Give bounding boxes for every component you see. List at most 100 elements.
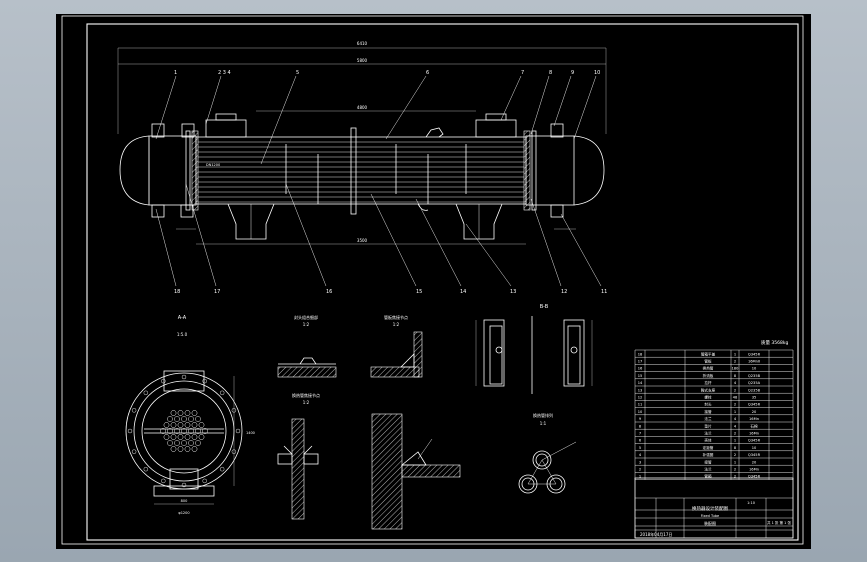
bom-cell: 180 — [732, 367, 740, 371]
cad-viewport[interactable]: 6 4 10 5800 4 800 3500 — [56, 14, 811, 549]
bolt-hole — [131, 449, 137, 454]
bom-cell: 16MnII — [748, 360, 760, 364]
view-bb: B-B — [475, 304, 593, 394]
bom-cell: Q345R — [748, 453, 761, 457]
tube-hole — [167, 416, 173, 422]
tube-hole — [163, 422, 170, 428]
section-aa-view: A-A 1:5.0 800 1400 φ1200 — [125, 315, 255, 515]
svg-text:1:10: 1:10 — [747, 501, 755, 505]
svg-text:5800: 5800 — [357, 58, 368, 63]
svg-text:12: 12 — [561, 289, 567, 295]
svg-text:换热器设计装配图: 换热器设计装配图 — [692, 505, 728, 512]
tube-hole — [195, 428, 201, 434]
bom-cell: 换热管 — [703, 366, 714, 371]
bom-cell: 4 — [639, 453, 642, 457]
bom-cell: 1 — [734, 352, 736, 356]
bolt-hole — [235, 428, 241, 434]
svg-text:换热管焦接节点: 换热管焦接节点 — [292, 392, 320, 398]
svg-text:1:2: 1:2 — [303, 322, 310, 327]
svg-text:8: 8 — [549, 70, 552, 76]
svg-text:封头组合细部: 封头组合细部 — [294, 314, 318, 320]
bom-cell: 法兰 — [704, 416, 712, 421]
tube-hole — [198, 434, 205, 440]
title-block: 换热器设计装配图 Fixed Tube 装配图 1:10 共 1 张 第 1 张 — [634, 477, 794, 539]
bolt-hole — [181, 482, 187, 488]
bom-cell: 折流板 — [703, 373, 714, 378]
drawing-frame — [86, 23, 799, 541]
tube-hole — [170, 422, 177, 428]
tube-hole — [163, 434, 170, 440]
tube-hole — [191, 410, 198, 416]
tube-hole — [170, 410, 177, 416]
svg-text:1400: 1400 — [246, 431, 255, 435]
svg-text:14: 14 — [460, 289, 466, 295]
bom-cell: 12 — [638, 396, 643, 400]
tube-hole — [195, 440, 201, 446]
tube-hole — [184, 422, 191, 428]
tube-hole — [188, 428, 194, 434]
svg-text:5: 5 — [296, 70, 299, 76]
bolt-hole — [143, 390, 149, 396]
bom-cell: 2 — [734, 403, 736, 407]
tube-hole — [188, 416, 194, 422]
bom-cell: 3 — [639, 460, 641, 464]
tube-hole — [181, 440, 187, 446]
bom-cell: 10 — [638, 410, 643, 414]
svg-text:Fixed Tube: Fixed Tube — [701, 514, 719, 518]
bolt-hole — [131, 408, 137, 413]
tube-hole — [177, 410, 184, 416]
bom-cell: 48 — [733, 396, 738, 400]
bom-cell: 4 — [734, 424, 737, 428]
tube-hole — [191, 446, 198, 452]
svg-text:换热管排列: 换热管排列 — [533, 412, 553, 418]
svg-text:17: 17 — [214, 289, 220, 295]
bom-cell: 17 — [638, 360, 643, 364]
bolt-hole — [161, 378, 166, 384]
bom-cell: 2 — [734, 468, 736, 472]
detail-i-view: 封头组合细部 1:2 — [277, 314, 337, 378]
revision-strip: 2018年04月17日 — [634, 529, 794, 539]
bom-cell: 13 — [638, 388, 643, 392]
bolt-hole — [161, 478, 166, 484]
bom-cell: 18 — [638, 352, 643, 356]
tube-hole — [160, 428, 166, 434]
bom-cell: 16Mn — [749, 432, 759, 436]
bom-cell: 16Mn — [749, 468, 759, 472]
bom-cell: 16 — [638, 367, 643, 371]
bom-cell: 4 — [734, 417, 737, 421]
bom-cell: 管板 — [704, 359, 712, 364]
bom-cell: 法兰 — [704, 467, 712, 472]
svg-text:16: 16 — [326, 289, 332, 295]
bom-cell: 接管 — [704, 409, 712, 414]
balloons-top: 1 2 3 4 5 6 7 8 9 10 — [155, 70, 600, 165]
detail-iv-view — [371, 413, 461, 530]
bom-cell: 石棉 — [750, 423, 758, 428]
bom-cell: 7 — [639, 432, 641, 436]
tube-hole — [195, 416, 201, 422]
svg-text:13: 13 — [510, 289, 516, 295]
svg-text:1:2: 1:2 — [303, 400, 310, 405]
tube-hole — [188, 440, 194, 446]
svg-text:1:5.0: 1:5.0 — [177, 332, 188, 337]
bolt-hole — [202, 478, 207, 484]
bom-cell: 6 — [639, 439, 642, 443]
svg-text:3500: 3500 — [357, 238, 368, 243]
tube-hole — [191, 434, 198, 440]
tube-hole — [170, 446, 177, 452]
detail-ii-view: 管板焦接节点 1:2 — [370, 314, 423, 378]
bom-cell: 拉杆 — [704, 380, 712, 385]
bom-cell: 4 — [734, 381, 737, 385]
bom-cell: Q235B — [748, 374, 761, 378]
svg-text:共 1 张 第 1 张: 共 1 张 第 1 张 — [767, 520, 792, 525]
svg-text:800: 800 — [181, 499, 188, 503]
bom-cell: 2 — [734, 475, 736, 479]
bolt-hole — [202, 378, 207, 384]
svg-text:管板焦接节点: 管板焦接节点 — [384, 314, 408, 320]
bom-cell: 35 — [752, 396, 757, 400]
tube-hole — [174, 416, 180, 422]
bom-cell: 1 — [639, 475, 641, 479]
main-view-exchanger: 6410 5800 4800 3500 — [117, 41, 607, 245]
engineering-drawing: 6 4 10 5800 4 800 3500 — [61, 15, 804, 545]
bom-cell: 2 — [734, 453, 736, 457]
tube-hole — [177, 422, 184, 428]
